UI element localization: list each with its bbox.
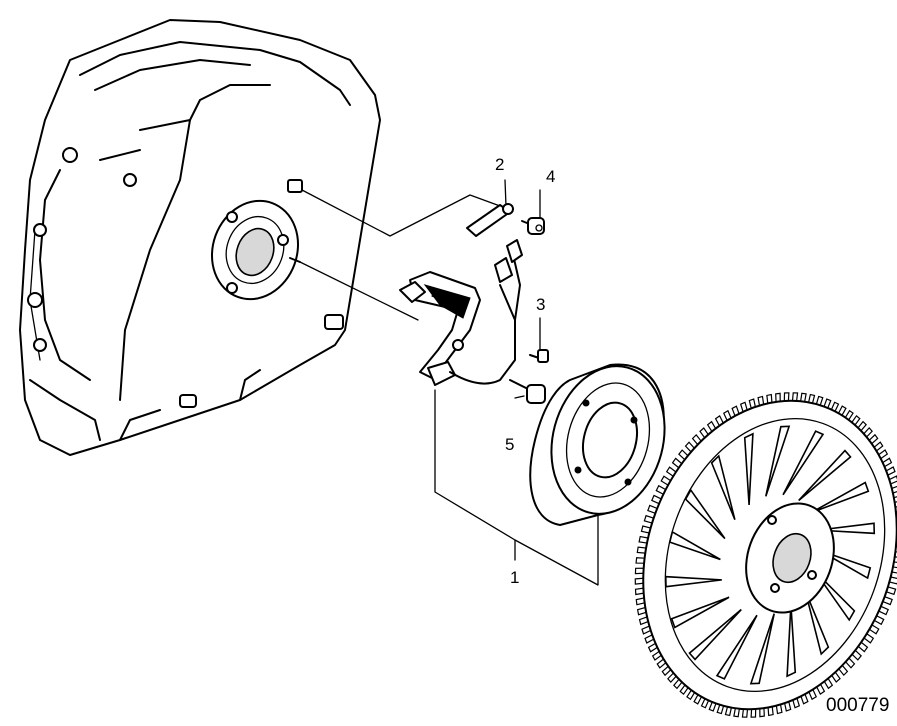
callout-4: 4 [546, 167, 555, 186]
callout-1: 1 [510, 568, 519, 587]
screw [529, 349, 549, 363]
charge-coil [399, 239, 523, 386]
flywheel-fin [798, 449, 852, 502]
bolt [521, 217, 545, 235]
flywheel-fin [765, 425, 791, 497]
flywheel-tooth [791, 392, 799, 402]
flywheel-fin [804, 590, 830, 656]
callout-3: 3 [536, 295, 545, 314]
callout-5: 5 [505, 435, 514, 454]
flywheel-fin [688, 608, 742, 661]
flange-bolt [509, 379, 546, 404]
hex-nut [287, 179, 303, 193]
flywheel-fin [670, 596, 730, 629]
drawing-code: 000779 [826, 695, 889, 716]
flywheel-fin [684, 488, 726, 540]
flywheel-tooth [634, 577, 644, 585]
flywheel-fin [749, 613, 775, 685]
flywheel-fin [715, 614, 758, 680]
crankcase-cover [19, 19, 381, 456]
flywheel-fin [810, 481, 870, 514]
flywheel-tooth [741, 708, 749, 718]
wire-clamp [466, 203, 514, 237]
flywheel-fin [786, 604, 797, 678]
callout-2: 2 [495, 155, 504, 174]
rotor [529, 363, 666, 526]
flywheel-fin [668, 530, 721, 561]
leader-lines [299, 179, 599, 586]
flywheel [634, 392, 897, 718]
callout-labels: 2 4 3 5 1 [495, 155, 555, 587]
flywheel-tooth [750, 708, 757, 718]
flywheel-fin [782, 430, 825, 496]
flywheel-tooth [783, 392, 790, 402]
flywheel-fin [743, 432, 754, 506]
flywheel-fin [710, 454, 736, 520]
flywheel-fin [664, 575, 722, 588]
